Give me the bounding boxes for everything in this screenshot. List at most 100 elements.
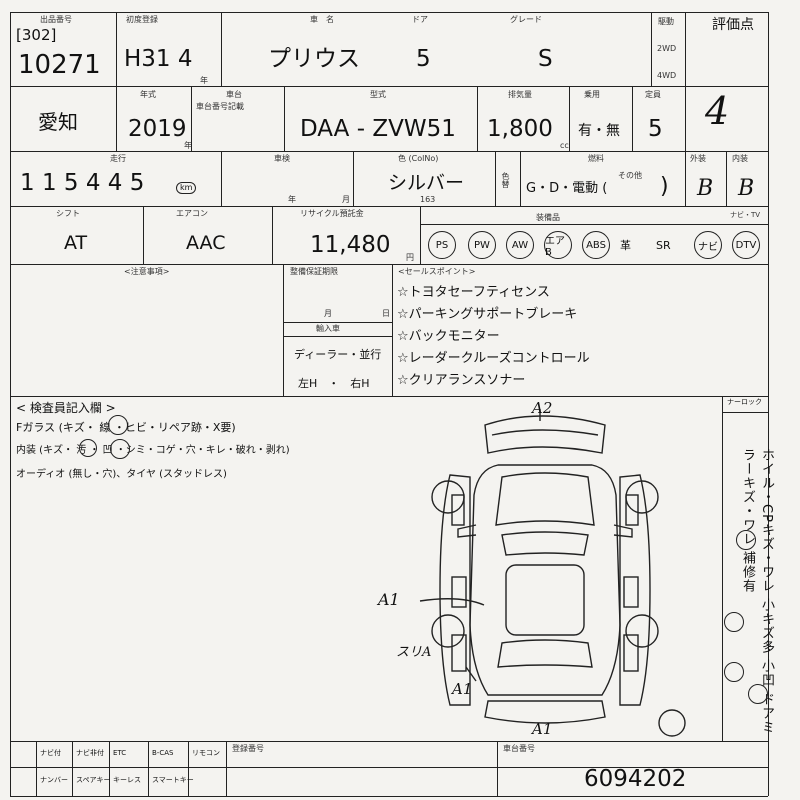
model-name: プリウス (268, 46, 360, 72)
color-label: 色 (ColNo) (398, 154, 439, 163)
notes-label: <注意事項> (124, 267, 170, 276)
fuel-other: その他 (618, 171, 642, 180)
option-label: スペアキー (76, 776, 111, 784)
equipment-label: 装備品 (536, 213, 560, 222)
option-label: ナビ付 (40, 749, 61, 757)
capacity: 5 (648, 116, 663, 142)
rule (10, 741, 768, 742)
equipment-item: 革 (620, 239, 631, 252)
mileage-label: 走行 (110, 154, 126, 163)
sales-label: <セールスポイント> (398, 267, 476, 276)
mark-circle (79, 439, 97, 457)
recycle-fee: 11,480 (310, 232, 391, 258)
rule (10, 767, 768, 768)
warranty-month: 月 (324, 309, 332, 318)
frame-number: 6094202 (584, 766, 687, 792)
sales-point: ☆レーダークルーズコントロール (397, 351, 590, 366)
equipment-item: AW (506, 231, 534, 259)
lot-prefix: [302] (16, 26, 57, 44)
mark-front: A2 (532, 399, 553, 417)
steering: 左H ・ 右H (298, 377, 370, 390)
mark-circle (736, 530, 756, 550)
fuel-options: G・D・電動 ( (526, 181, 608, 196)
frame-label: 車台番号 (503, 744, 535, 753)
displacement: 1,800 (487, 116, 553, 142)
rule (420, 224, 768, 225)
inspection-label: 車検 (274, 154, 290, 163)
mark-sill: スリA (396, 645, 432, 660)
interior-label: 内装 (732, 154, 748, 163)
warranty-date: 日 (382, 309, 390, 318)
rule (520, 151, 521, 206)
model-label: 車 名 (310, 15, 334, 24)
rule (10, 12, 768, 13)
first-reg: H31 4 (124, 46, 193, 72)
drive-label: 駆動 (658, 17, 674, 26)
grade: S (538, 46, 553, 72)
mark-circle (110, 439, 130, 459)
year-unit: 年 (184, 141, 192, 150)
use-label: 乗用 (584, 90, 600, 99)
rule (722, 412, 768, 413)
color-number: 163 (420, 195, 436, 204)
rule (10, 396, 768, 397)
mark-rear: A1 (532, 720, 553, 738)
rule (10, 796, 768, 797)
option-label: キーレス (113, 776, 141, 784)
year-label: 年式 (140, 90, 156, 99)
cc-label: 排気量 (508, 90, 532, 99)
car-diagram (419, 409, 686, 737)
shift-label: シフト (56, 209, 80, 218)
rule (722, 396, 723, 741)
door-count: 5 (416, 46, 431, 72)
equipment-item: SR (656, 239, 671, 252)
inspection-interior: 内装 (キズ・ 汚 ・ 凹 ・シミ・コゲ・穴・キレ・破れ・剥れ) (16, 445, 290, 456)
score: 4 (705, 89, 730, 133)
rule (10, 151, 768, 152)
rule (272, 206, 273, 264)
rule (109, 741, 110, 796)
option-label: リモコン (192, 749, 220, 757)
door-label: ドア (412, 15, 428, 24)
ac-label: エアコン (176, 209, 208, 218)
option-label: B-CAS (152, 749, 174, 757)
vin-label: 車台 (226, 90, 242, 99)
rule (143, 206, 144, 264)
air-conditioning: AAC (186, 232, 226, 254)
rule (10, 86, 768, 87)
year: 2019 (128, 116, 187, 142)
rule (632, 86, 633, 151)
mark-left-front: A1 (378, 590, 400, 609)
vin-sub: 車台番号記載 (196, 102, 244, 111)
type-label: 型式 (370, 90, 386, 99)
capacity-label: 定員 (645, 90, 661, 99)
rule (191, 86, 192, 151)
mileage: 1 1 5 4 4 5 (20, 170, 145, 196)
equipment-item: エアB (544, 231, 572, 259)
rule (221, 151, 222, 206)
option-label: ナンバー (40, 776, 68, 784)
region: 愛知 (38, 110, 78, 134)
mark-circle (108, 415, 128, 435)
rule (353, 151, 354, 206)
score-label: 評価点 (712, 17, 754, 33)
rule (477, 86, 478, 151)
option-label: ナビ非付 (76, 749, 104, 757)
inspection-audio: オーディオ (無し・穴)、タイヤ (スタッドレス) (16, 469, 227, 480)
inspection-year: 年 (288, 195, 296, 204)
sales-point: ☆パーキングサポートブレーキ (397, 307, 578, 322)
mark-rear-left: A1 (452, 680, 473, 698)
grade-label: グレード (510, 15, 542, 24)
side-label: ナーロック (727, 398, 762, 406)
rule (10, 12, 11, 796)
color-change: 色替 (501, 172, 510, 188)
first-reg-label: 初度登録 (126, 15, 158, 24)
rule (768, 12, 769, 796)
rule (116, 12, 117, 151)
lot-number: 10271 (18, 50, 101, 80)
drive-2wd: 2WD (657, 44, 677, 53)
fuel-paren: ) (660, 174, 669, 199)
rule (188, 741, 189, 796)
rule (283, 322, 392, 323)
